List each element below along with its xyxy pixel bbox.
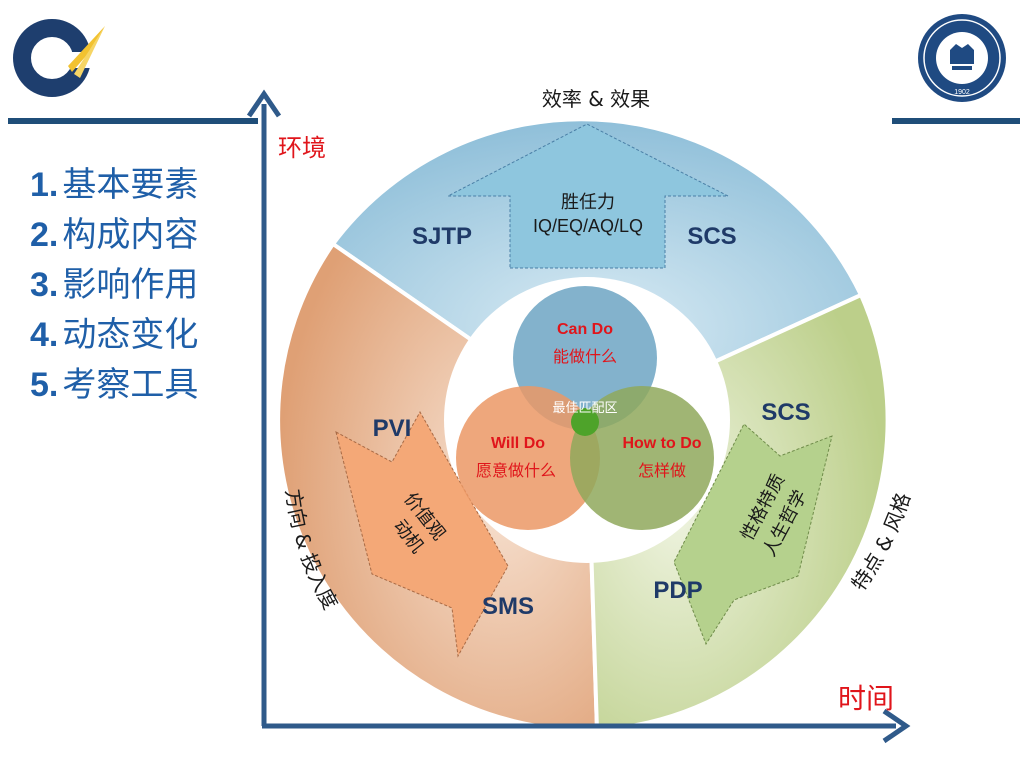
right-down-arrow bbox=[673, 423, 833, 646]
top-arrow-line1: 胜任力 bbox=[561, 192, 615, 213]
topic-number: 1. bbox=[30, 166, 59, 204]
topic-number: 5. bbox=[30, 366, 59, 404]
x-axis-arrowhead bbox=[882, 708, 911, 744]
topic-item: 2. 构成内容 bbox=[30, 210, 198, 260]
venn-top-zh: 能做什么 bbox=[553, 347, 617, 366]
y-axis-label: 环境 bbox=[278, 134, 326, 162]
topic-item: 1. 基本要素 bbox=[30, 160, 198, 210]
tag-scs-right: SCS bbox=[761, 399, 810, 426]
company-logo bbox=[13, 19, 105, 97]
topic-number: 4. bbox=[30, 316, 59, 354]
x-axis-label: 时间 bbox=[838, 682, 894, 715]
venn-left-zh: 愿意做什么 bbox=[476, 461, 556, 480]
venn-left-en: Will Do bbox=[491, 435, 545, 452]
topic-text: 构成内容 bbox=[62, 215, 199, 255]
venn-circle-how-to-do bbox=[570, 386, 714, 530]
header-rule-left bbox=[8, 118, 258, 124]
topic-text: 动态变化 bbox=[62, 315, 199, 355]
venn-right-zh: 怎样做 bbox=[638, 461, 686, 480]
topic-text: 影响作用 bbox=[62, 265, 199, 305]
topic-text: 基本要素 bbox=[62, 165, 199, 205]
seal-year: 1902 bbox=[954, 89, 970, 96]
outer-label-top: 效率 & 效果 bbox=[542, 87, 650, 111]
topic-item: 4. 动态变化 bbox=[30, 310, 198, 360]
university-seal-logo: 1902 bbox=[918, 14, 1006, 102]
topic-item: 3. 影响作用 bbox=[30, 260, 198, 310]
y-axis-arrowhead bbox=[246, 89, 282, 118]
top-up-arrow bbox=[447, 123, 729, 269]
tag-sms: SMS bbox=[482, 593, 534, 620]
venn-top-en: Can Do bbox=[557, 321, 613, 338]
topic-item: 5. 考察工具 bbox=[30, 360, 198, 410]
tag-pvi: PVI bbox=[373, 415, 412, 442]
venn-right-en: How to Do bbox=[622, 435, 701, 452]
tag-scs-top: SCS bbox=[687, 223, 736, 250]
venn-circle-will-do bbox=[456, 386, 600, 530]
topic-number: 3. bbox=[30, 266, 59, 304]
tag-pdp: PDP bbox=[653, 577, 702, 604]
top-arrow-line2: IQ/EQ/AQ/LQ bbox=[533, 216, 643, 236]
left-down-arrow bbox=[335, 410, 509, 658]
tag-sjtp: SJTP bbox=[412, 223, 472, 250]
topic-list: 1. 基本要素 2. 构成内容 3. 影响作用 4. 动态变化 5. 考察工具 bbox=[30, 160, 198, 410]
topic-text: 考察工具 bbox=[62, 365, 199, 405]
header-rule-right bbox=[892, 118, 1020, 124]
venn-center-zone bbox=[571, 408, 599, 436]
venn-center-label: 最佳匹配区 bbox=[552, 401, 617, 416]
topic-number: 2. bbox=[30, 216, 59, 254]
